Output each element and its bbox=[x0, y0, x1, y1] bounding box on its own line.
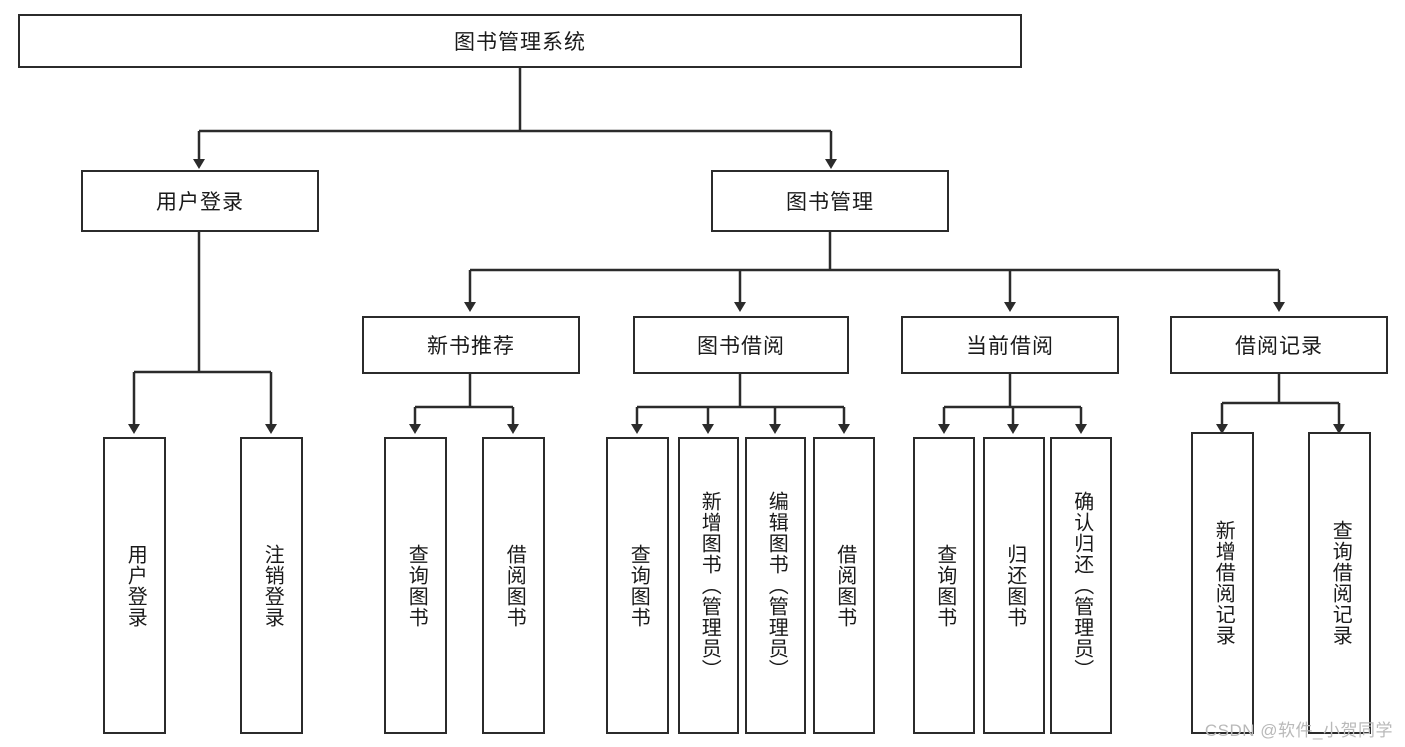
node-user-login[interactable]: 用户登录 bbox=[81, 170, 319, 232]
node-label: 用户登录 bbox=[124, 543, 147, 628]
node-label: 新书推荐 bbox=[427, 335, 515, 358]
leaf-new-book-query[interactable]: 查询图书 bbox=[384, 437, 447, 734]
leaf-current-borrow-query[interactable]: 查询图书 bbox=[913, 437, 975, 734]
node-label: 图书借阅 bbox=[697, 335, 785, 358]
leaf-user-login-login[interactable]: 用户登录 bbox=[103, 437, 166, 734]
node-label: 新增图书（管理员） bbox=[698, 491, 721, 680]
node-label: 新增借阅记录 bbox=[1212, 520, 1235, 646]
node-label: 查询借阅记录 bbox=[1329, 520, 1352, 646]
node-label: 查询图书 bbox=[405, 543, 428, 628]
leaf-current-borrow-return[interactable]: 归还图书 bbox=[983, 437, 1045, 734]
node-label: 借阅图书 bbox=[833, 543, 856, 628]
node-label: 归还图书 bbox=[1003, 543, 1026, 628]
leaf-borrow-record-add[interactable]: 新增借阅记录 bbox=[1191, 432, 1254, 734]
node-label: 查询图书 bbox=[933, 543, 956, 628]
node-book-borrow[interactable]: 图书借阅 bbox=[633, 316, 849, 374]
leaf-new-book-borrow[interactable]: 借阅图书 bbox=[482, 437, 545, 734]
node-label: 用户登录 bbox=[156, 191, 244, 214]
node-new-book-recommend[interactable]: 新书推荐 bbox=[362, 316, 580, 374]
node-current-borrow[interactable]: 当前借阅 bbox=[901, 316, 1119, 374]
node-label: 编辑图书（管理员） bbox=[765, 491, 788, 680]
node-label: 确认归还（管理员） bbox=[1070, 491, 1093, 680]
leaf-book-borrow-query[interactable]: 查询图书 bbox=[606, 437, 669, 734]
csdn-watermark: CSDN @软件_小贺同学 bbox=[1204, 721, 1393, 740]
leaf-book-borrow-borrow[interactable]: 借阅图书 bbox=[813, 437, 875, 734]
node-label: 查询图书 bbox=[627, 543, 650, 628]
node-root-system[interactable]: 图书管理系统 bbox=[18, 14, 1022, 68]
node-label: 图书管理系统 bbox=[454, 31, 586, 54]
node-book-management[interactable]: 图书管理 bbox=[711, 170, 949, 232]
leaf-borrow-record-query[interactable]: 查询借阅记录 bbox=[1308, 432, 1371, 734]
leaf-book-borrow-edit[interactable]: 编辑图书（管理员） bbox=[745, 437, 806, 734]
leaf-book-borrow-add[interactable]: 新增图书（管理员） bbox=[678, 437, 739, 734]
node-label: 当前借阅 bbox=[966, 335, 1054, 358]
leaf-user-login-logout[interactable]: 注销登录 bbox=[240, 437, 303, 734]
node-label: 借阅记录 bbox=[1235, 335, 1323, 358]
node-borrow-record[interactable]: 借阅记录 bbox=[1170, 316, 1388, 374]
node-label: 借阅图书 bbox=[503, 543, 526, 628]
node-label: 图书管理 bbox=[786, 191, 874, 214]
leaf-current-borrow-confirm-return[interactable]: 确认归还（管理员） bbox=[1050, 437, 1112, 734]
node-label: 注销登录 bbox=[261, 543, 284, 628]
